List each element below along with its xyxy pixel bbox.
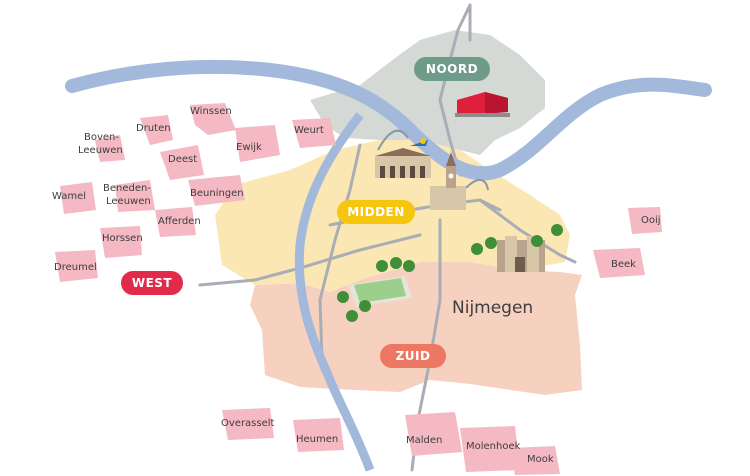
district-badge-noord[interactable]: NOORD: [414, 57, 490, 81]
village-overasselt-shape: [222, 408, 274, 440]
valkhof-icon: [471, 224, 563, 272]
district-badge-west[interactable]: WEST: [121, 271, 183, 295]
district-label-midden: MIDDEN: [347, 205, 405, 219]
village-winssen[interactable]: Winssen: [190, 106, 232, 117]
village-beek[interactable]: Beek: [611, 259, 636, 270]
village-ooij[interactable]: Ooij: [641, 215, 661, 226]
village-blobs: [55, 103, 662, 475]
village-malden[interactable]: Malden: [406, 435, 442, 446]
district-label-west: WEST: [132, 276, 173, 290]
village-dreumel-shape: [55, 250, 98, 282]
river-waal: [65, 59, 712, 181]
river-canal: [294, 112, 375, 472]
village-beneden-leeuwen-line1[interactable]: Beneden-: [103, 183, 151, 194]
village-druten[interactable]: Druten: [136, 123, 171, 134]
village-mook-shape: [510, 446, 560, 475]
village-beuningen-shape: [188, 175, 245, 206]
plane-icon: [410, 138, 428, 146]
village-heumen-shape: [293, 418, 344, 452]
station-icon: [375, 148, 431, 178]
village-weurt-shape: [292, 118, 336, 148]
village-mook[interactable]: Mook: [527, 454, 554, 465]
village-wamel[interactable]: Wamel: [52, 191, 86, 202]
district-badge-midden[interactable]: MIDDEN: [337, 200, 415, 224]
district-label-zuid: ZUID: [396, 349, 431, 363]
arena-icon: [455, 92, 510, 117]
village-horssen-shape: [100, 226, 142, 258]
village-overasselt[interactable]: Overasselt: [221, 418, 275, 429]
district-label-noord: NOORD: [426, 62, 478, 76]
village-heumen[interactable]: Heumen: [296, 434, 338, 445]
village-boven-leeuwen-shape: [95, 135, 125, 162]
village-beneden-leeuwen-shape: [115, 180, 155, 212]
village-ewijk-shape: [235, 125, 280, 162]
village-beek-shape: [593, 248, 645, 278]
bridge-icon: [377, 129, 489, 191]
village-dreumel[interactable]: Dreumel: [54, 262, 97, 273]
church-icon: [430, 152, 466, 210]
village-beneden-leeuwen-line2[interactable]: Leeuwen: [106, 196, 151, 207]
district-badge-zuid[interactable]: ZUID: [380, 344, 446, 368]
village-wamel-shape: [60, 182, 96, 214]
village-malden-shape: [405, 412, 462, 456]
road-rail: [318, 143, 362, 362]
village-molenhoek[interactable]: Molenhoek: [466, 441, 521, 452]
village-deest-shape: [160, 145, 204, 180]
village-boven-leeuwen-line1[interactable]: Boven-: [84, 132, 119, 143]
village-deest[interactable]: Deest: [168, 154, 197, 165]
village-druten-shape: [140, 115, 173, 145]
city-name-label: Nijmegen: [452, 298, 533, 318]
village-winssen-shape: [190, 103, 236, 135]
stadium-icon: [337, 257, 415, 322]
village-ooij-shape: [628, 207, 662, 234]
village-molenhoek-shape: [460, 426, 520, 472]
village-horssen[interactable]: Horssen: [102, 233, 143, 244]
village-boven-leeuwen-line2[interactable]: Leeuwen: [78, 145, 123, 156]
village-beuningen[interactable]: Beuningen: [190, 188, 244, 199]
village-ewijk[interactable]: Ewijk: [236, 142, 262, 153]
village-afferden-shape: [155, 207, 196, 237]
zuid-area[interactable]: [250, 262, 582, 395]
village-afferden[interactable]: Afferden: [158, 216, 201, 227]
village-weurt[interactable]: Weurt: [294, 125, 324, 136]
